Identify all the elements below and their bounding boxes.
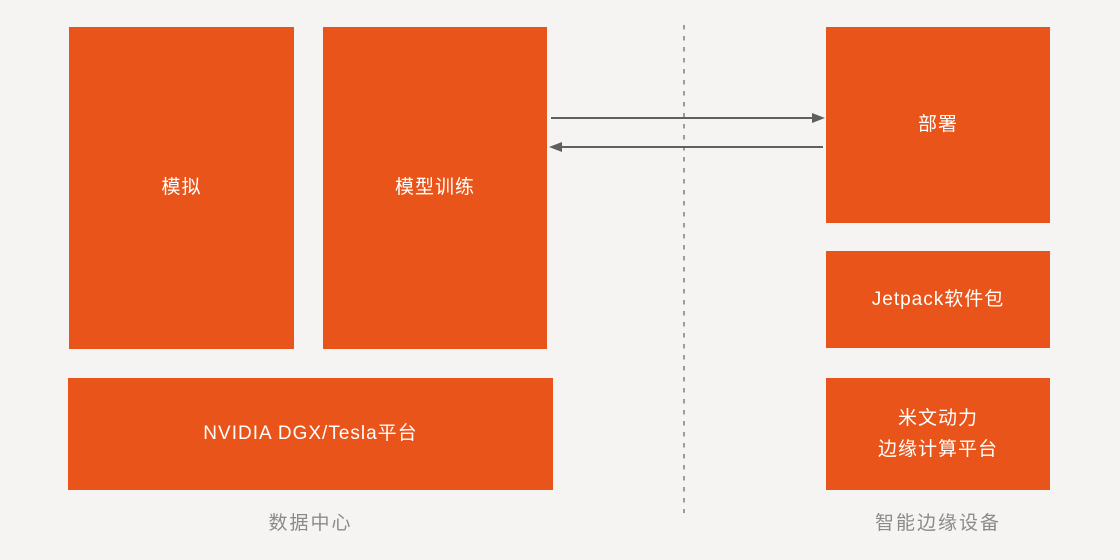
- box-simulation-label: 模拟: [161, 177, 202, 199]
- box-deploy: 部署: [826, 27, 1050, 223]
- box-deploy-label: 部署: [917, 114, 958, 136]
- box-miivii-edge-platform: 米文动力 边缘计算平台: [826, 378, 1050, 490]
- box-miivii-edge-platform-label: 米文动力 边缘计算平台: [878, 403, 998, 466]
- miivii-label-line2: 边缘计算平台: [877, 439, 998, 460]
- box-dgx-tesla-platform-label: NVIDIA DGX/Tesla平台: [203, 423, 418, 445]
- arrow-left-icon: [549, 142, 823, 152]
- box-model-training-label: 模型训练: [394, 177, 475, 199]
- box-jetpack-package: Jetpack软件包: [826, 251, 1050, 348]
- miivii-label-line1: 米文动力: [897, 407, 978, 429]
- data-center-group-label: 数据中心: [268, 513, 353, 534]
- box-simulation: 模拟: [69, 27, 294, 349]
- box-model-training: 模型训练: [323, 27, 547, 349]
- edge-device-group-label: 智能边缘设备: [874, 513, 1001, 534]
- box-dgx-tesla-platform: NVIDIA DGX/Tesla平台: [68, 378, 553, 490]
- arrow-right-icon: [551, 113, 825, 123]
- box-jetpack-package-label: Jetpack软件包: [871, 288, 1005, 310]
- dashed-divider-line: [683, 25, 685, 513]
